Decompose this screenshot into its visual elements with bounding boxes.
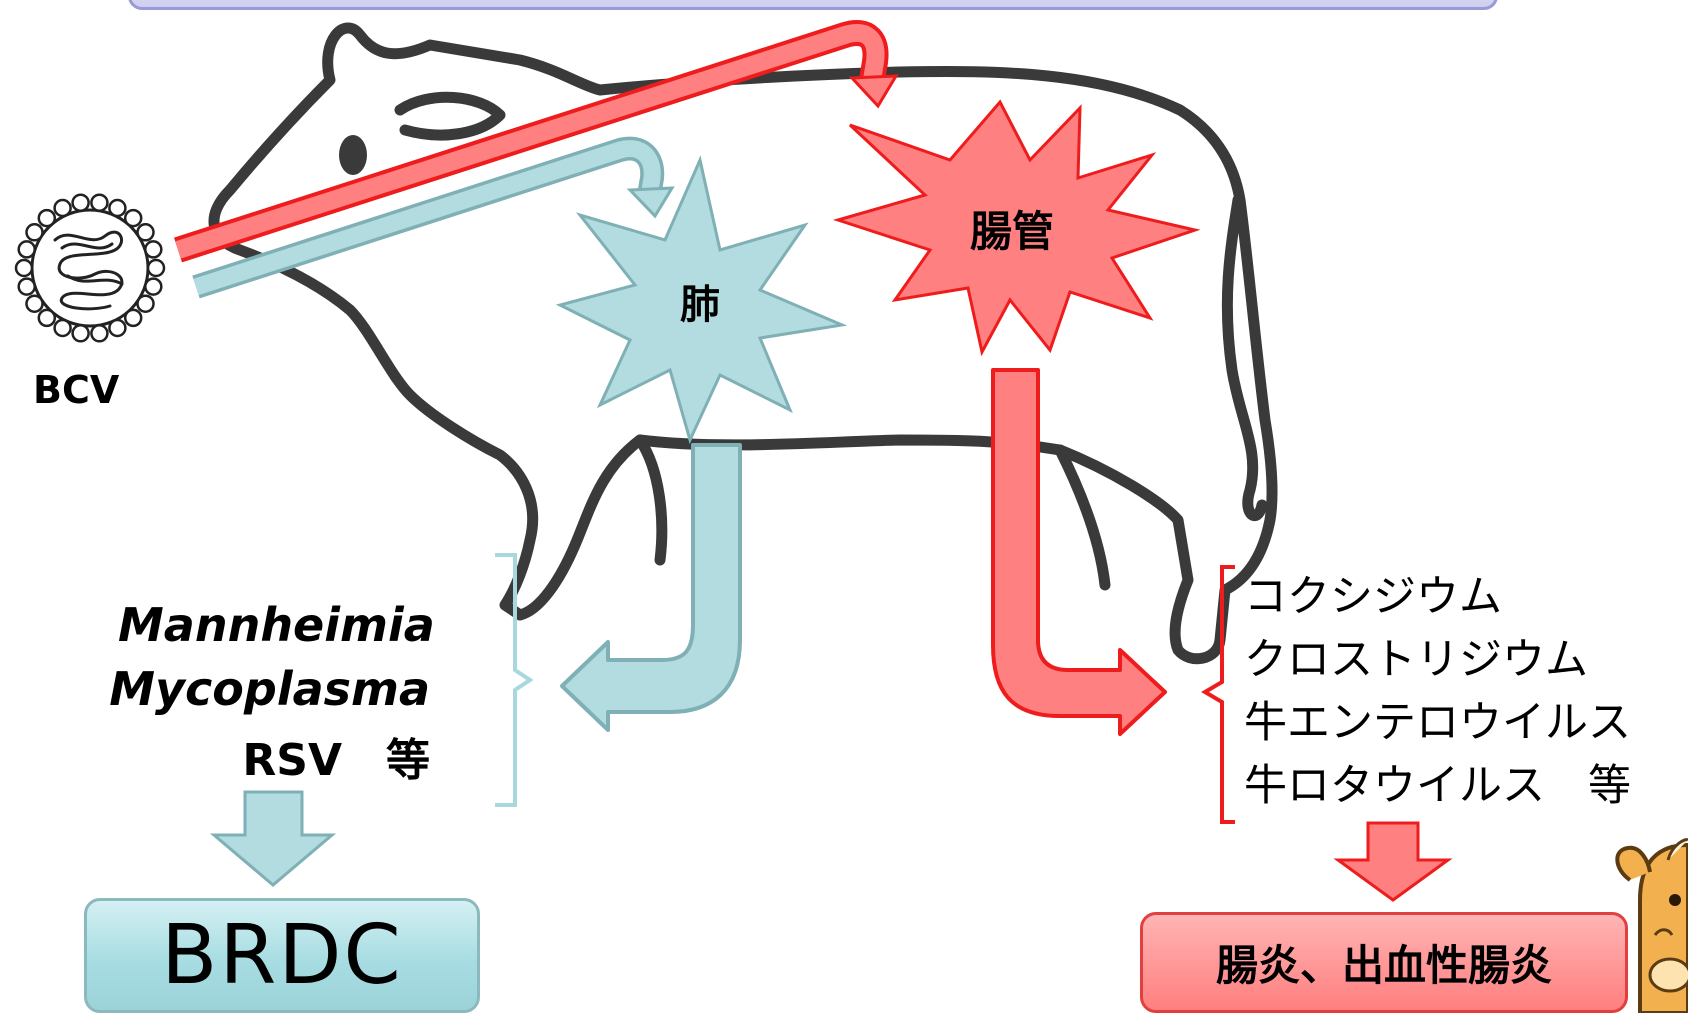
virus-spike: [123, 308, 143, 328]
virus-spike: [17, 277, 36, 296]
list-item: 牛エンテロウイルス: [1244, 698, 1631, 748]
enteritis-box: 腸炎、出血性腸炎: [1140, 912, 1628, 1013]
cow-silhouette-icon: [208, 22, 1278, 665]
virus-spike: [25, 294, 44, 313]
list-item: 牛ロタウイルス 等: [1244, 761, 1631, 811]
intestinal-route-arrow: [174, 20, 899, 263]
virus-spike: [144, 240, 163, 259]
list-item: クロストリジウム: [1244, 635, 1588, 685]
virus-spike: [108, 318, 127, 338]
virus-spike: [136, 294, 155, 313]
enteritis-down-arrow: [1333, 821, 1453, 902]
virus-spike: [17, 240, 36, 259]
intestinal-outcome-arrow: [991, 368, 1167, 736]
virus-spike: [123, 208, 143, 228]
intestinal-bracket: [1201, 565, 1235, 824]
brdc-down-arrow: [209, 790, 337, 887]
coronavirus-icon: [14, 193, 166, 343]
brdc-label: BRDC: [161, 908, 403, 1003]
intestinal-pathogen-list: コクシジウム クロストリジウム 牛エンテロウイルス 牛ロタウイルス 等: [1244, 566, 1631, 818]
respiratory-route-arrow: [192, 136, 675, 299]
respiratory-bracket: [495, 553, 534, 807]
list-item: コクシジウム: [1244, 572, 1502, 622]
virus-spike: [90, 193, 109, 212]
lung-label: 肺: [680, 282, 720, 328]
virus-spike: [144, 277, 163, 296]
virus-spike: [53, 318, 72, 338]
intestine-burst: [832, 99, 1201, 357]
virus-spike: [53, 198, 72, 218]
brdc-box: BRDC: [84, 898, 480, 1013]
virus-spike: [25, 223, 44, 242]
virus-spike: [136, 223, 155, 242]
virus-spike: [14, 258, 34, 278]
cow-mascot-icon: [1615, 838, 1688, 1013]
virus-label: BCV: [33, 368, 120, 412]
virus-spike: [108, 198, 127, 218]
lung-burst: [555, 155, 848, 445]
virus-spike: [71, 193, 90, 212]
pathogen-mycoplasma: Mycoplasma: [109, 662, 430, 716]
virus-spike: [37, 208, 57, 228]
pathogen-rsv: RSV 等: [242, 735, 430, 786]
virus-spike: [90, 324, 109, 343]
virus-spike: [37, 308, 57, 328]
intestine-label: 腸管: [970, 207, 1055, 256]
cow-eye: [339, 135, 367, 175]
virus-spike: [71, 324, 90, 343]
respiratory-outcome-arrow: [560, 443, 742, 732]
enteritis-label: 腸炎、出血性腸炎: [1215, 941, 1552, 990]
pathogen-mannheimia: Mannheimia: [118, 598, 435, 652]
virus-spike: [146, 258, 166, 278]
